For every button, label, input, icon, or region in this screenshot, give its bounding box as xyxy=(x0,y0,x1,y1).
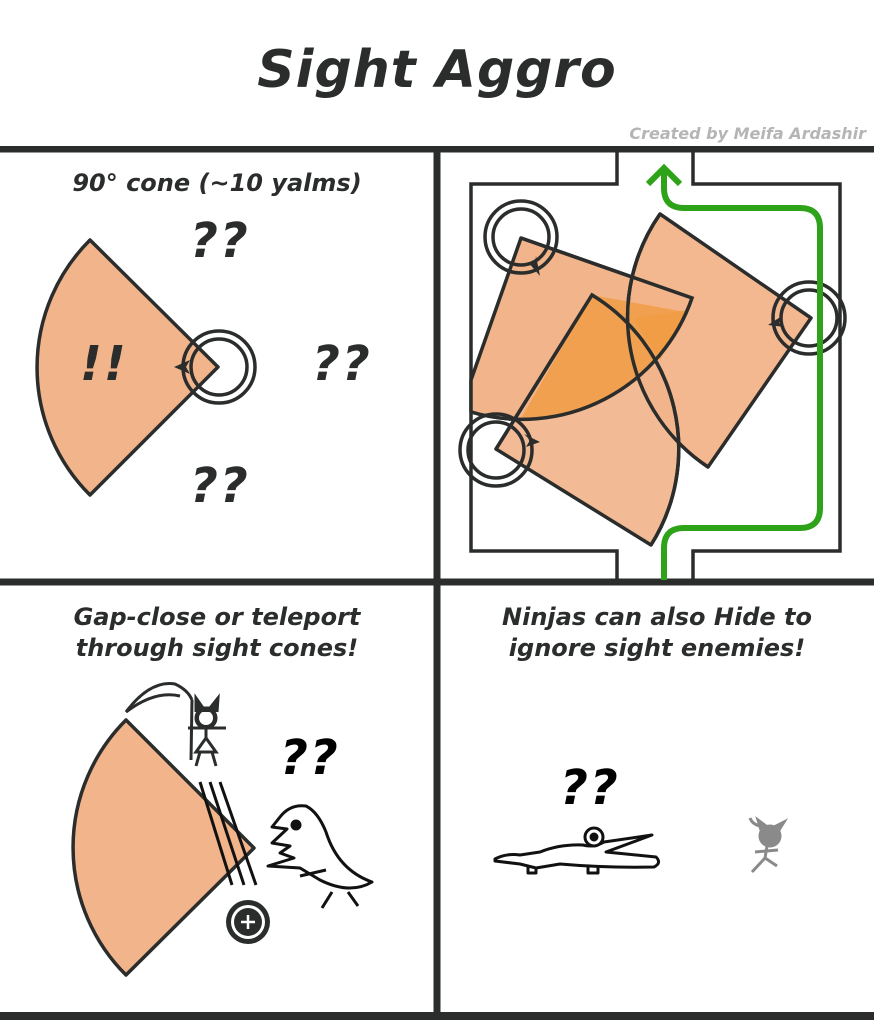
hidden-ninja-icon xyxy=(748,816,789,874)
panel-4-caption-line1: Ninjas can also Hide to xyxy=(502,603,812,631)
panel-1-caption: 90° cone (~10 yalms) xyxy=(72,169,362,197)
panel-4-caption-line2: ignore sight enemies! xyxy=(508,634,806,662)
panel-4-hide xyxy=(493,816,789,875)
panel-2-room xyxy=(458,152,847,580)
confused-marker-right: ?? xyxy=(312,336,372,392)
facing-arrow-icons xyxy=(524,256,785,447)
crocodile-enemy-icon xyxy=(493,826,661,875)
confused-marker-bottom: ?? xyxy=(190,458,250,514)
dino-confused-marker: ?? xyxy=(280,730,340,786)
croc-confused-marker: ?? xyxy=(560,760,620,816)
panel-3-caption: Gap-close or teleport through sight cone… xyxy=(0,602,434,664)
alert-marker: !! xyxy=(80,336,128,392)
page-title: Sight Aggro xyxy=(257,40,617,100)
panel-3-caption-line1: Gap-close or teleport xyxy=(73,603,361,631)
confused-marker-top: ?? xyxy=(190,213,250,269)
facing-arrow-icon xyxy=(174,360,190,374)
panel-3-caption-line2: through sight cones! xyxy=(75,634,359,662)
safe-path-icon xyxy=(661,168,823,580)
panel-4-caption: Ninjas can also Hide to ignore sight ene… xyxy=(440,602,874,664)
dinosaur-enemy-icon xyxy=(266,804,374,909)
panel-1-cone xyxy=(35,238,257,497)
comic-grid xyxy=(0,146,874,1020)
panel-3-gapclose xyxy=(71,682,374,977)
credit-text: Created by Meifa Ardashir xyxy=(629,124,866,143)
panel-borders xyxy=(0,146,874,1020)
dash-trail-icon xyxy=(198,781,258,886)
enemy-markers xyxy=(458,199,847,488)
player-character-icon xyxy=(124,682,226,767)
target-marker-icon xyxy=(226,900,270,944)
